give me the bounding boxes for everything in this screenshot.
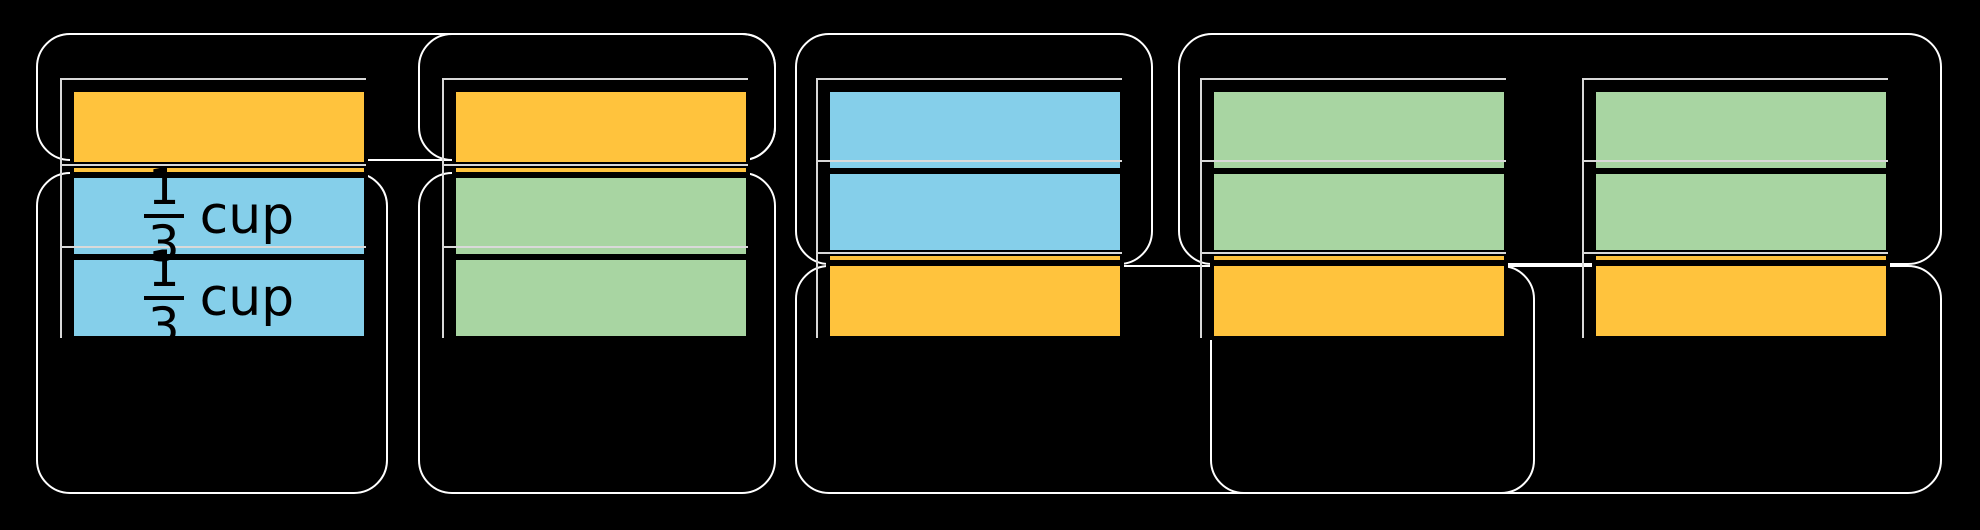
- fraction-one-third-1: 1 3: [143, 157, 184, 273]
- fraction-one-third-2: 1 3: [143, 239, 184, 355]
- label-third-cup-1: 1 3 cup: [143, 157, 295, 273]
- fraction-bar: [143, 214, 184, 218]
- bar-col4-orange-large: [1200, 252, 1508, 340]
- bar-col5-orange-large: [1582, 252, 1890, 340]
- fraction-denominator: 3: [147, 297, 180, 355]
- fraction-numerator: 1: [147, 157, 180, 216]
- bar-col4-green-1: [1200, 78, 1508, 172]
- fraction-bar: [143, 296, 184, 300]
- bar-col2-green-2: [442, 246, 750, 340]
- fraction-numerator: 1: [147, 239, 180, 298]
- bar-col4-green-2: [1200, 160, 1508, 254]
- bar-col1-orange-large: [60, 78, 368, 166]
- bar-col1-blue-1: 1 3 cup: [60, 162, 368, 269]
- bar-col3-orange-large: [816, 252, 1124, 340]
- bar-col2-green-1: [442, 164, 750, 258]
- unit-label-1: cup: [199, 186, 295, 246]
- bar-col1-blue-2: 1 3 cup: [60, 244, 368, 351]
- bar-col5-green-1: [1582, 78, 1890, 172]
- label-third-cup-2: 1 3 cup: [143, 239, 295, 355]
- bar-col3-blue-2: [816, 160, 1124, 254]
- fraction-denominator: 3: [147, 215, 180, 273]
- bar-col2-orange-large: [442, 78, 750, 166]
- unit-label-2: cup: [199, 268, 295, 328]
- bar-col5-green-2: [1582, 160, 1890, 254]
- bar-col3-blue-1: [816, 78, 1124, 172]
